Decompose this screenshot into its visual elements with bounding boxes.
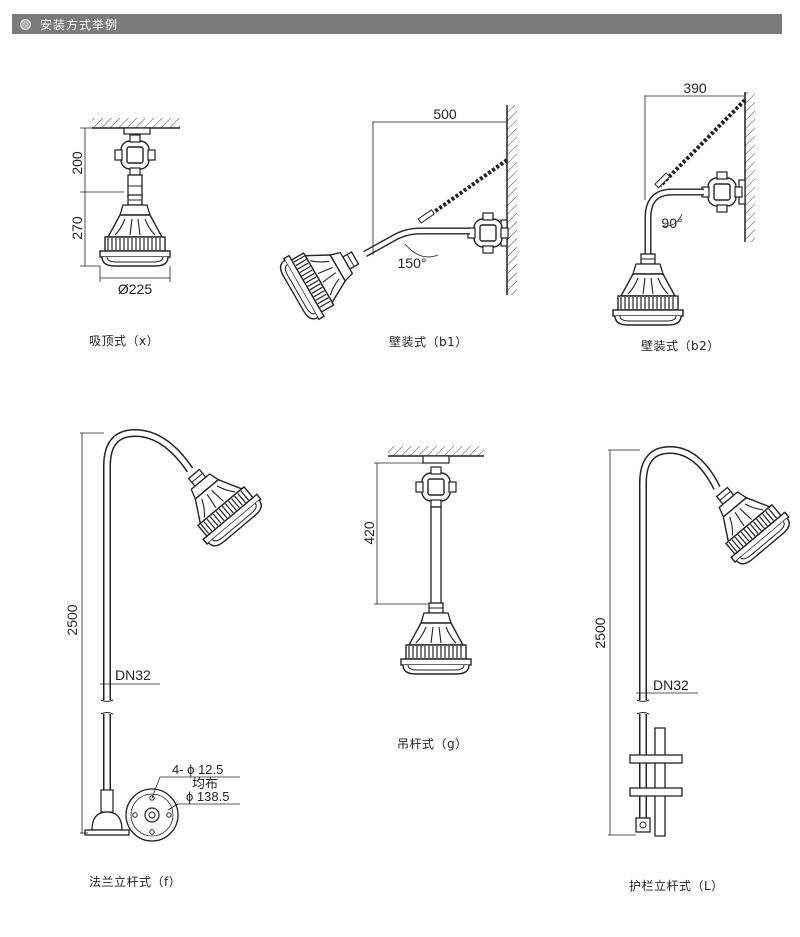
dim-b2-390: 390 [683,80,707,96]
dim-f-even: 均布 [192,776,218,791]
bullet-icon [20,18,31,30]
dim-x-270: 270 [69,216,85,240]
dim-f-pcd: ϕ 138.5 [186,789,229,804]
dim-f-holes: 4- ϕ 12.5 [172,762,223,777]
dim-b2-angle: 90° [661,215,682,231]
drawing-wall-mount-b1: 500 150° [275,105,517,325]
dim-b1-500: 500 [433,106,457,122]
drawing-pendant-rod: 420 [361,446,484,675]
dim-g-420: 420 [361,521,377,545]
dim-x-diameter: Ø225 [118,281,152,297]
dim-f-dn32: DN32 [115,667,151,683]
dim-L-dn32: DN32 [653,677,689,693]
section-title: 安装方式举例 [40,17,119,32]
caption-flange-pole: 法兰立杆式（f） [89,875,182,889]
dim-f-2500: 2500 [64,604,80,635]
caption-wall-mount-b2: 壁装式（b2） [641,339,720,353]
section-header: 安装方式举例 [12,14,782,34]
caption-pendant-rod: 吊杆式（g） [397,737,468,751]
dim-b1-angle: 150° [398,255,427,271]
dim-x-200: 200 [69,151,85,175]
caption-guardrail-pole: 护栏立杆式（L） [629,879,724,893]
caption-wall-mount-b1: 壁装式（b1） [389,335,468,349]
caption-ceiling-mount: 吸顶式（x） [89,334,160,348]
drawing-flange-pole: 2500 DN32 4- ϕ 12.5 均布 ϕ 138.5 [64,428,268,842]
drawing-guardrail-pole: 2500 DN32 [592,445,796,837]
dim-L-2500: 2500 [592,617,608,648]
drawing-wall-mount-b2: 390 90° [612,80,755,326]
drawing-ceiling-mount: 200 270 Ø225 [69,118,180,297]
